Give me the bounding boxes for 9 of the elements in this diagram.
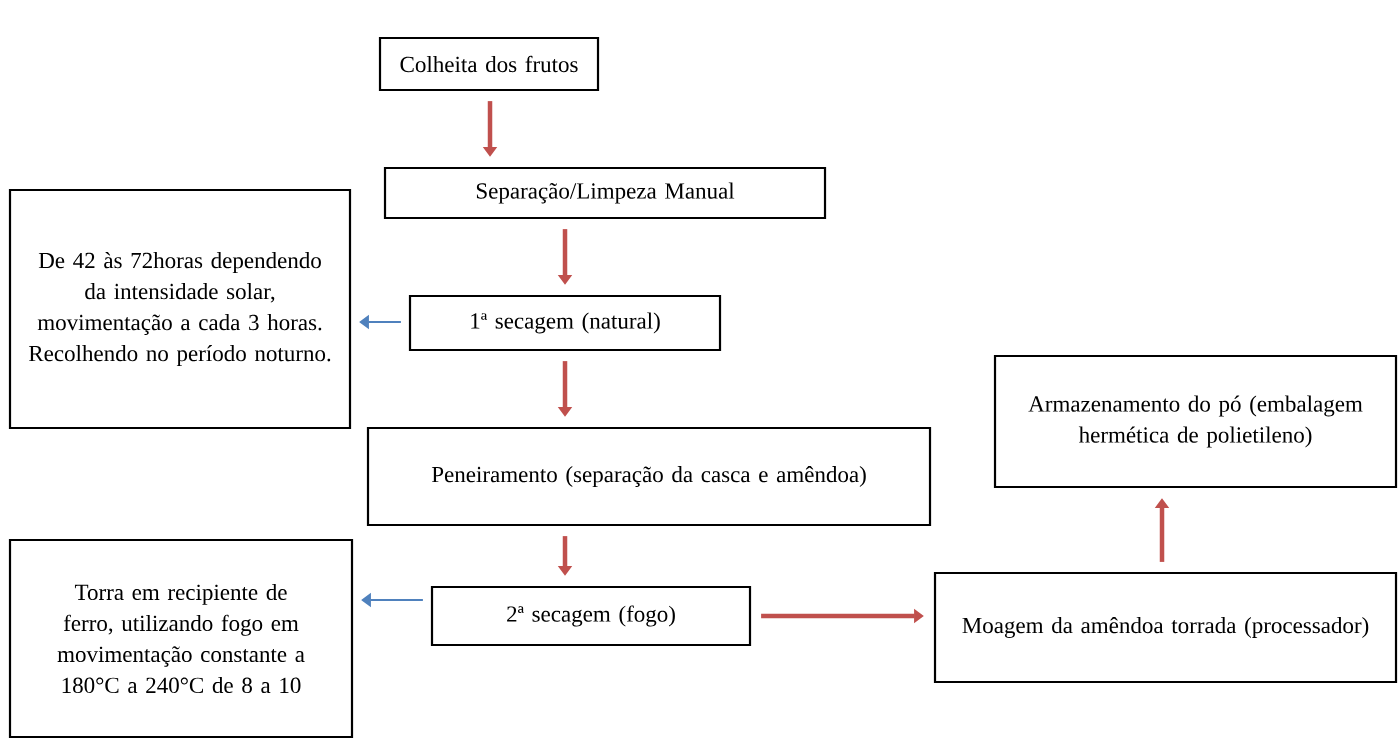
process-box: 1ª secagem (natural) [408, 294, 722, 352]
process-box: Armazenamento do pó (embalagem hermética de polietileno) [993, 354, 1398, 489]
process-box: Peneiramento (separação da casca e amêndoa) [366, 426, 932, 527]
process-box: Moagem da amêndoa torrada (processador) [933, 571, 1398, 684]
process-box: Colheita dos frutos [378, 36, 600, 92]
process-box: 2ª secagem (fogo) [430, 585, 752, 647]
process-box: Separação/Limpeza Manual [383, 166, 827, 220]
process-box: De 42 às 72horas dependendo da intensidade solar, movimentação a cada 3 horas. Recolhendo no período noturno. [8, 188, 352, 430]
process-box: Torra em recipiente de ferro, utilizando fogo em movimentação constante a 180°C a 240°C de 8 a 10 [8, 538, 354, 739]
